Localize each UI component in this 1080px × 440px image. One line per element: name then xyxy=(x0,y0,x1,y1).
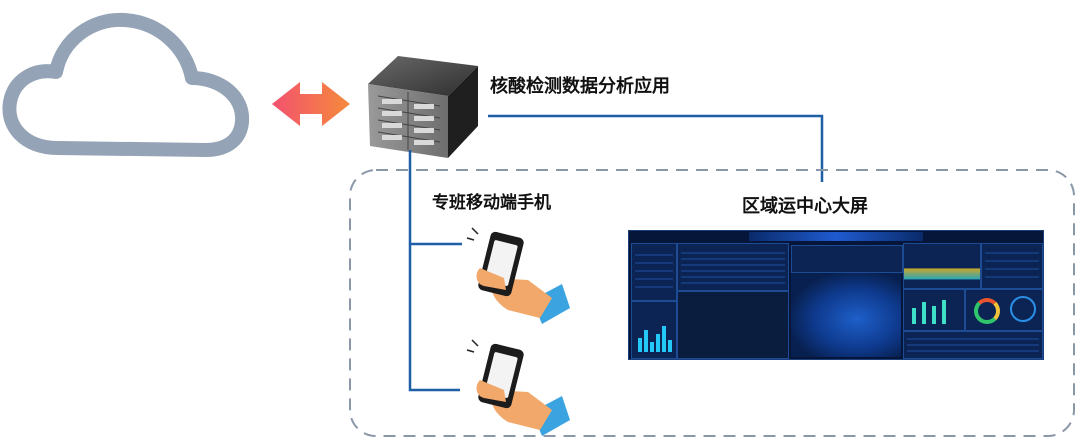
dashboard-panel xyxy=(903,331,1043,359)
dashboard-panel xyxy=(631,301,677,359)
smartphone-hand-icon xyxy=(466,227,570,324)
line-server-to-phones xyxy=(408,150,460,392)
double-arrow-icon xyxy=(272,82,350,126)
dashboard-map-panel xyxy=(677,291,789,359)
dashboard-panel xyxy=(965,289,1043,331)
dashboard-panel xyxy=(677,243,789,291)
screen-label: 区域运中心大屏 xyxy=(742,196,868,217)
app-label: 核酸检测数据分析应用 xyxy=(490,76,670,97)
client-zone-boundary xyxy=(349,169,1075,437)
dashboard-panel xyxy=(903,243,981,289)
dashboard-panel xyxy=(791,245,903,273)
server-rack-icon xyxy=(368,56,478,158)
dashboard-panel xyxy=(631,243,677,301)
smartphone-hand-icon xyxy=(466,339,570,436)
cloud-icon xyxy=(2,12,250,157)
connection-lines xyxy=(408,114,824,392)
dashboard-panel xyxy=(903,289,965,331)
mobile-label: 专班移动端手机 xyxy=(432,193,551,213)
dashboard-title-bar xyxy=(749,232,923,241)
line-server-to-screen xyxy=(488,114,824,182)
dashboard-screen-thumbnail xyxy=(628,230,1044,360)
dashboard-panel xyxy=(981,243,1043,289)
dashboard-center-map xyxy=(791,273,901,357)
